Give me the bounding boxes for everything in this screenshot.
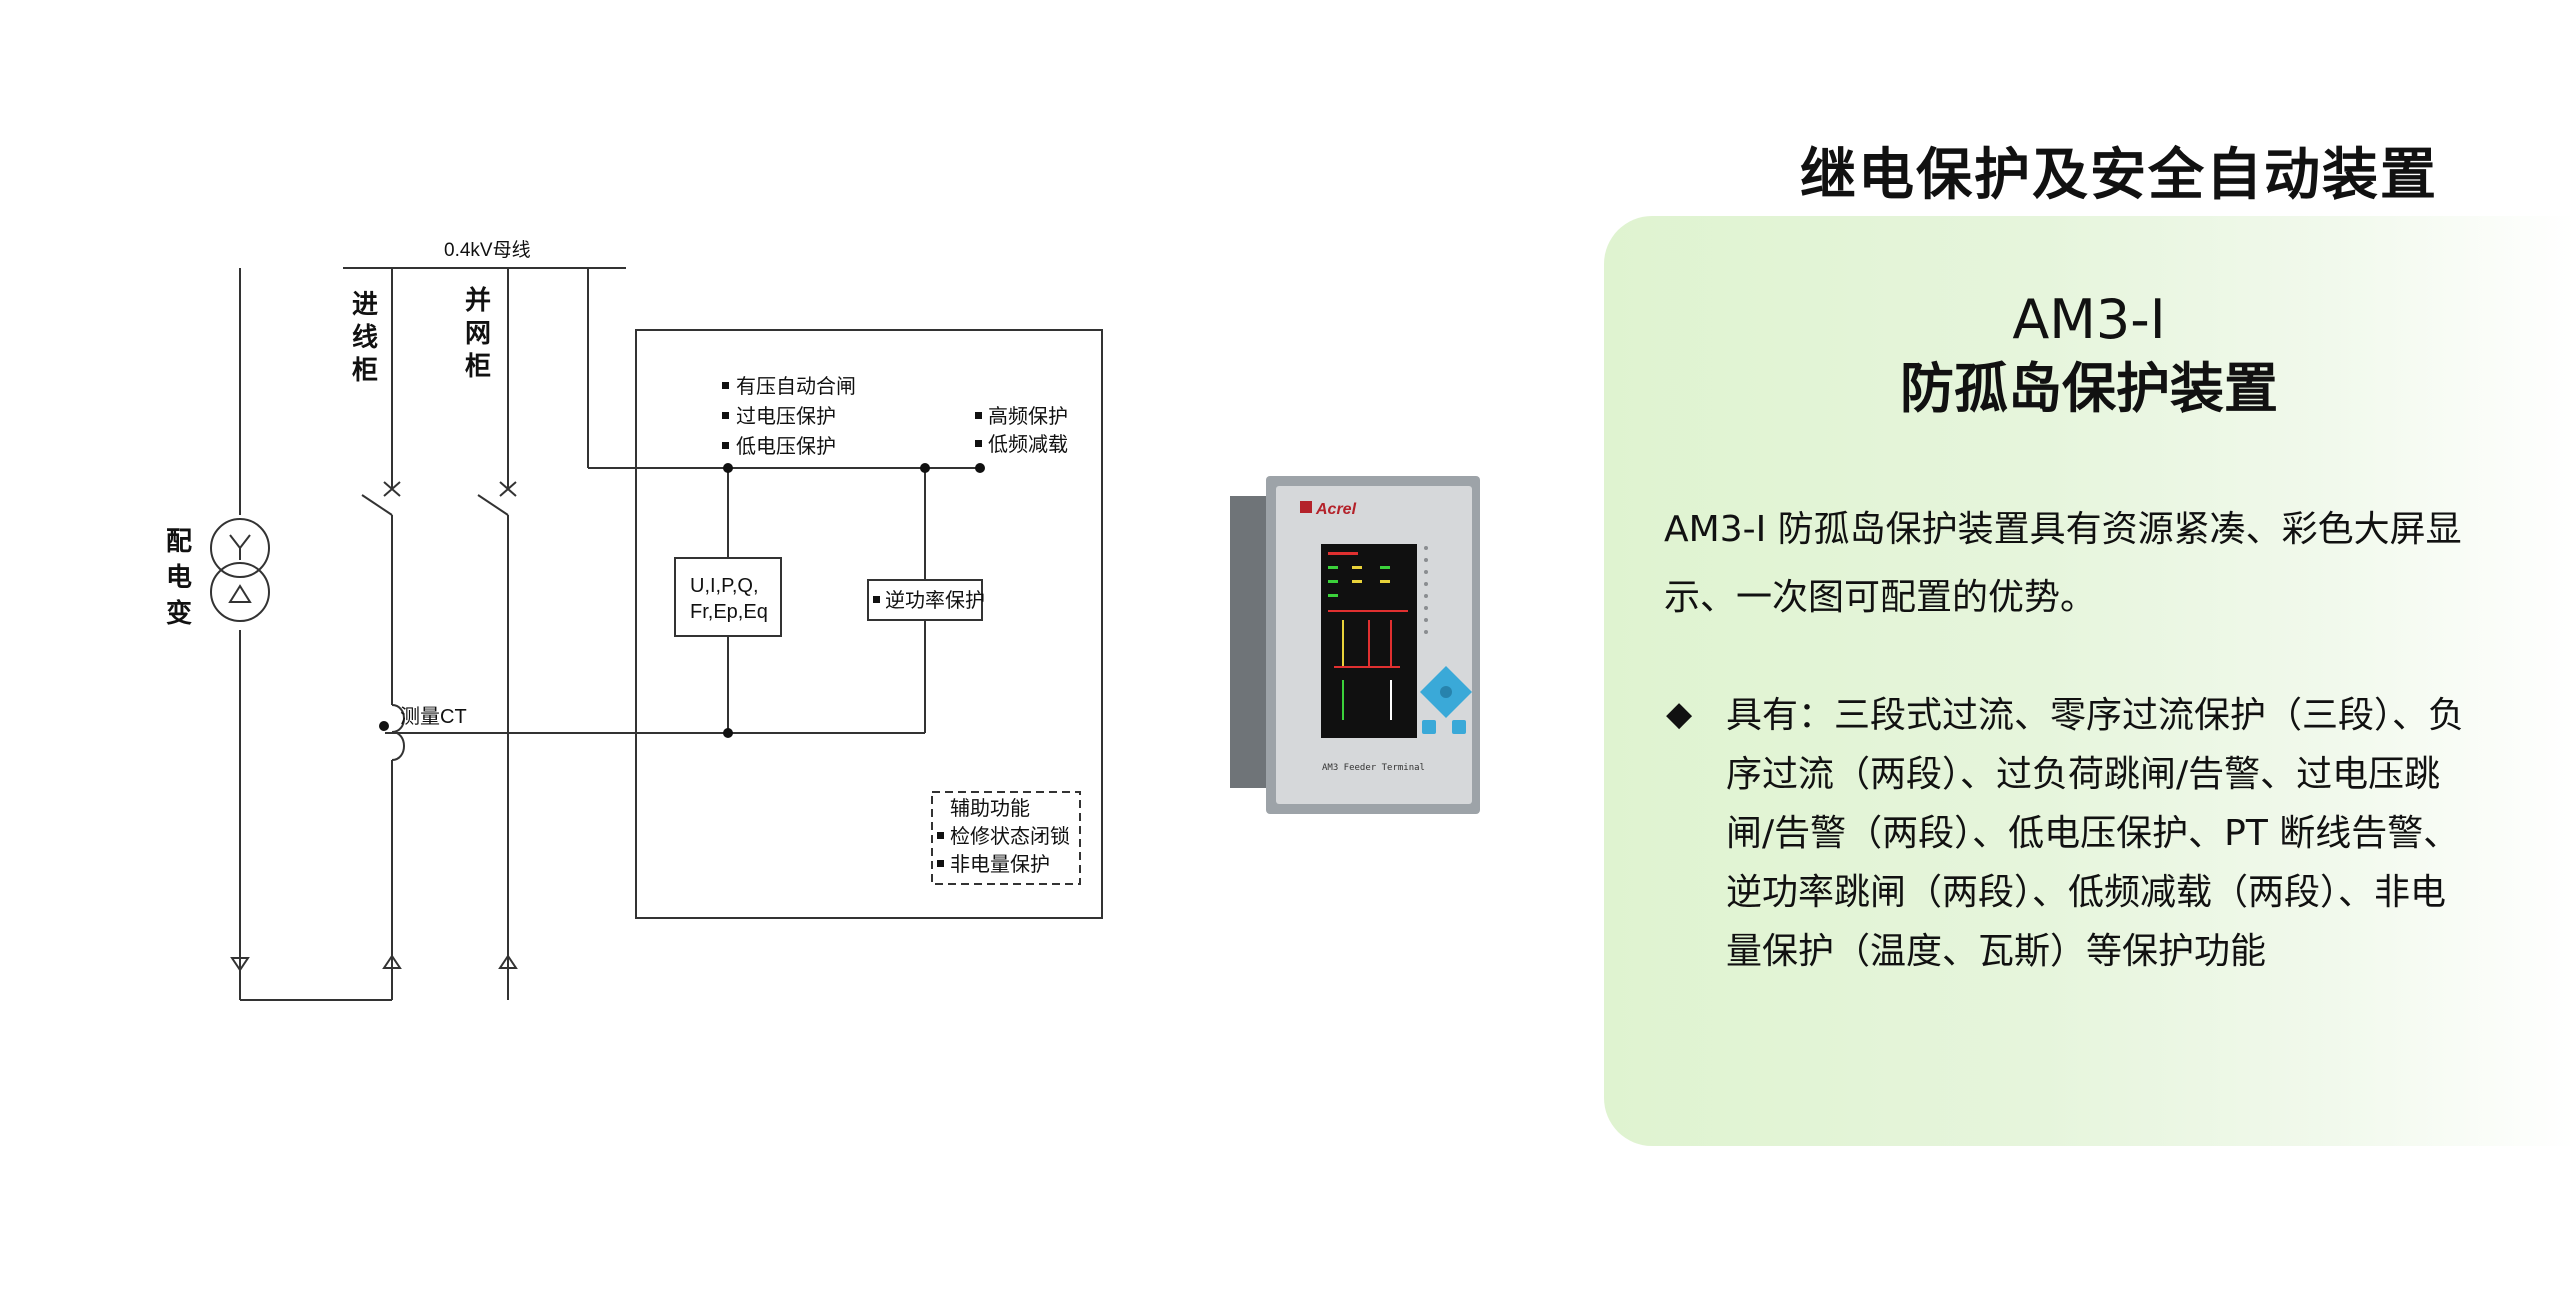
- aux-function-title: 辅助功能: [950, 797, 1030, 820]
- incoming-switch-blade: [361, 494, 393, 516]
- grid-cabinet-label-2: 网: [465, 319, 491, 349]
- aux-function-item-1: 检修状态闭锁: [950, 825, 1070, 848]
- protection-left-1: 有压自动合闸: [736, 375, 856, 398]
- grid-cabinet-label-1: 并: [465, 285, 491, 316]
- incoming-cabinet-label-3: 柜: [352, 356, 378, 386]
- protection-left-3: 低电压保护: [736, 435, 836, 458]
- bus-label: 0.4kV母线: [444, 239, 531, 261]
- product-card: AM3-I 防孤岛保护装置 AM3-I 防孤岛保护装置具有资源紧凑、彩色大屏显示…: [1604, 216, 2576, 1146]
- ct-label: 测量CT: [400, 705, 467, 728]
- single-line-diagram: 0.4kV母线 配 电 变 进 线 柜 并 网 柜 测量CT 有压自动合闸 过电…: [166, 239, 1103, 1001]
- grid-switch-blade: [477, 494, 509, 516]
- device-brand: Acrel: [1315, 501, 1357, 518]
- feature-list: 具有：三段式过流、零序过流保护（三段）、负序过流（两段）、过负荷跳闸/告警、过电…: [1726, 695, 2465, 972]
- protection-right-1: 高频保护: [988, 405, 1068, 428]
- protection-right-2: 低频减载: [988, 433, 1068, 456]
- reverse-power-box: [867, 579, 983, 621]
- product-model: AM3-I: [2012, 288, 2166, 351]
- product-name: 防孤岛保护装置: [1900, 356, 2278, 420]
- diamond-bullet-icon: ◆: [1666, 694, 1693, 734]
- reverse-power-label: 逆功率保护: [885, 589, 985, 612]
- page-title: 继电保护及安全自动装置: [1800, 143, 2438, 208]
- protection-box: [635, 329, 1103, 919]
- transformer-label-2: 电: [166, 563, 192, 593]
- grid-cabinet-label-3: 柜: [465, 352, 491, 382]
- device-image: Acrel AM3 Feeder Terminal: [1230, 476, 1480, 814]
- transformer-label-1: 配: [166, 527, 192, 557]
- measure-box: [674, 557, 782, 637]
- aux-function-item-2: 非电量保护: [950, 853, 1050, 876]
- device-front-label: AM3 Feeder Terminal: [1322, 763, 1425, 773]
- incoming-cabinet-label-2: 线: [352, 323, 378, 353]
- measure-box-line-1: U,I,P,Q,: [690, 575, 759, 597]
- transformer-label-3: 变: [166, 598, 192, 629]
- transformer-winding-top: [210, 518, 270, 578]
- transformer-winding-bottom: [210, 562, 270, 622]
- protection-left-2: 过电压保护: [736, 405, 836, 428]
- measure-box-line-2: Fr,Ep,Eq: [690, 601, 768, 623]
- incoming-cabinet-label-1: 进: [352, 290, 378, 320]
- aux-function-box: [931, 791, 1081, 885]
- product-description: AM3-I 防孤岛保护装置具有资源紧凑、彩色大屏显示、一次图可配置的优势。: [1664, 509, 2462, 618]
